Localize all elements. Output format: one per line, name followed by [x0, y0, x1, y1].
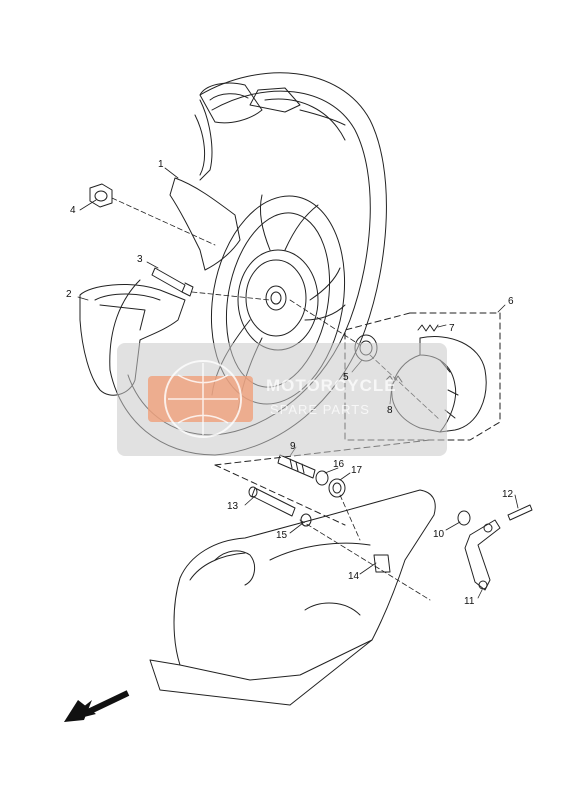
callout-8: 8	[387, 405, 393, 416]
callout-7: 7	[449, 323, 455, 334]
callout-10: 10	[433, 529, 445, 540]
watermark	[117, 343, 447, 456]
callout-2: 2	[66, 289, 72, 300]
watermark-subtitle: SPARE PARTS	[270, 402, 370, 417]
transmission-case	[149, 489, 533, 706]
callout-6: 6	[508, 296, 514, 307]
callout-17: 17	[351, 465, 363, 476]
callout-12: 12	[502, 489, 514, 500]
callout-13: 13	[227, 501, 239, 512]
arrow-icon	[64, 690, 130, 722]
watermark-title: MOTORCYCLE	[266, 376, 397, 395]
callout-16: 16	[333, 459, 345, 470]
callout-9: 9	[290, 441, 296, 452]
callout-14: 14	[348, 571, 360, 582]
cover-part-1	[169, 99, 241, 271]
nut-part-4	[89, 183, 113, 208]
bolt-part-3	[151, 267, 194, 297]
callout-5: 5	[343, 372, 349, 383]
cover-part-2	[79, 284, 186, 396]
callout-1: 1	[158, 159, 164, 170]
callout-3: 3	[137, 254, 143, 265]
callout-4: 4	[70, 205, 76, 216]
callout-11: 11	[464, 596, 475, 607]
callout-15: 15	[276, 530, 288, 541]
